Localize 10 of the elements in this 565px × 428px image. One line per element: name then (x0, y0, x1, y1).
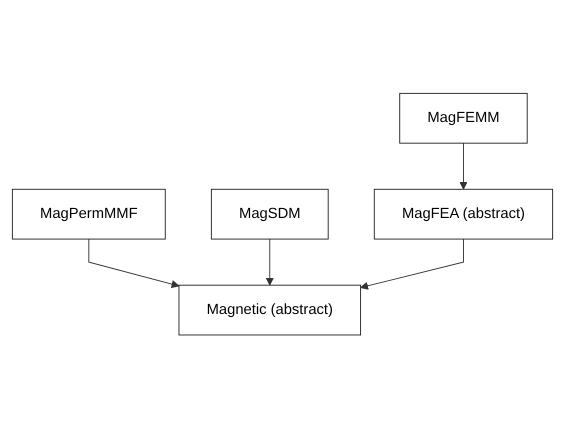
node-box (178, 284, 362, 336)
class-diagram: MagFEMM MagPermMMF MagSDM MagFEA (abstract) Magnetic (abstract) (5, 86, 560, 342)
arrow (88, 238, 180, 288)
node-box (210, 188, 329, 240)
node-box (399, 92, 528, 144)
arrow (459, 142, 468, 190)
arrow (360, 238, 464, 290)
node-box (12, 188, 166, 240)
node-box (374, 188, 554, 240)
arrow (266, 238, 274, 286)
